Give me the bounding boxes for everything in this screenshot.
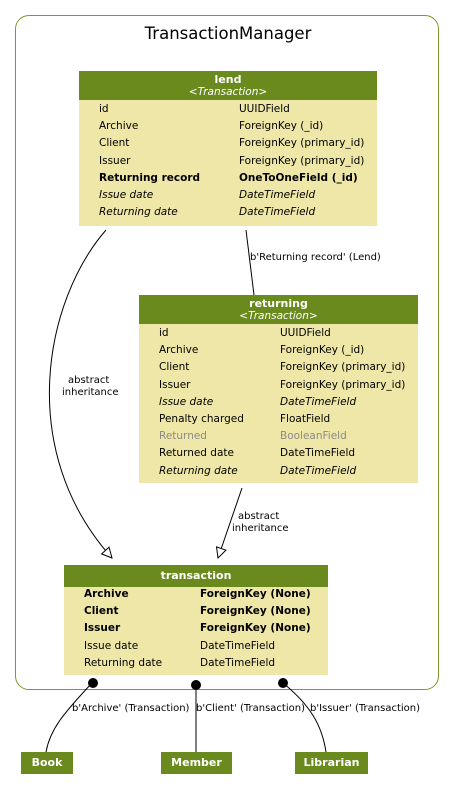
model-transaction-title: transaction: [160, 569, 232, 582]
field-type: OneToOneField (_id): [239, 171, 358, 184]
field-type: ForeignKey (None): [200, 622, 311, 635]
field-type: DateTimeField: [280, 395, 357, 408]
field-type: DateTimeField: [200, 656, 276, 669]
field-name: Returned date: [159, 447, 234, 460]
edge-label-returning-inheritance: inheritance: [232, 523, 289, 534]
field-type: ForeignKey (primary_id): [280, 378, 406, 391]
model-transaction-header: transaction: [64, 565, 328, 587]
field-type: ForeignKey (_id): [239, 120, 324, 133]
field-type: DateTimeField: [280, 464, 357, 477]
edge-book: [45, 682, 93, 753]
edge-returning-inherits-transaction: [218, 487, 243, 558]
model-member: Member: [161, 752, 232, 774]
field-name: Client: [159, 361, 190, 374]
field-name: Issuer: [159, 378, 191, 391]
field-name: Issue date: [84, 639, 139, 652]
field-name: Issue date: [159, 395, 214, 408]
model-lend-base: <Transaction>: [188, 86, 268, 98]
field-type: BooleanField: [280, 430, 347, 443]
field-name: Archive: [159, 344, 199, 357]
field-name: Issuer: [84, 622, 121, 635]
field-name: Returned: [159, 430, 207, 443]
field-type: DateTimeField: [200, 639, 276, 652]
field-type: ForeignKey (primary_id): [239, 154, 365, 167]
field-type: DateTimeField: [280, 447, 356, 460]
field-name: Client: [99, 137, 130, 150]
edge-librarian: [282, 682, 327, 753]
edge-label-archive: b'Archive' (Transaction): [72, 703, 190, 714]
model-lend-title: lend: [214, 73, 242, 86]
model-librarian: Librarian: [295, 752, 368, 774]
edge-label-client: b'Client' (Transaction): [196, 703, 305, 714]
field-type: ForeignKey (_id): [280, 344, 365, 357]
field-type: DateTimeField: [239, 189, 316, 201]
model-returning-base: <Transaction>: [239, 310, 318, 322]
model-lend-header: lend <Transaction>: [79, 71, 377, 100]
field-type: ForeignKey (None): [200, 588, 311, 600]
edge-lend-to-returning: [245, 229, 255, 296]
field-name: Returning date: [84, 656, 163, 669]
edge-member-dot: [191, 680, 201, 690]
field-name: Client: [84, 605, 119, 618]
field-name: id: [159, 327, 169, 339]
field-name: Archive: [84, 588, 129, 600]
field-name: Issue date: [99, 189, 154, 201]
field-type: ForeignKey (primary_id): [280, 361, 406, 374]
field-name: id: [99, 103, 109, 115]
edge-label-lend-abstract: abstract: [68, 375, 110, 386]
field-type: ForeignKey (primary_id): [239, 137, 365, 150]
field-name: Returning date: [99, 206, 178, 219]
edge-label-issuer: b'Issuer' (Transaction): [310, 703, 421, 714]
transaction-manager-cluster: [15, 15, 439, 690]
field-type: DateTimeField: [239, 206, 316, 219]
edge-label-returning-abstract: abstract: [238, 511, 280, 522]
field-type: UUIDField: [280, 327, 331, 339]
field-name: Returning record: [99, 171, 201, 184]
field-name: Archive: [99, 120, 139, 133]
edge-lend-inherits-transaction: [48, 229, 112, 558]
model-book: Book: [21, 752, 73, 774]
field-name: Returning date: [159, 464, 238, 477]
model-returning-header: returning <Transaction>: [139, 295, 418, 324]
cluster-title: TransactionManager: [144, 24, 312, 43]
field-type: ForeignKey (None): [200, 605, 311, 618]
field-type: FloatField: [280, 413, 331, 425]
field-name: Penalty charged: [159, 413, 244, 425]
model-returning-title: returning: [249, 297, 308, 310]
edge-label-lend-inheritance: inheritance: [62, 387, 119, 398]
edge-book-dot: [88, 678, 98, 688]
field-name: Issuer: [99, 154, 131, 167]
field-type: UUIDField: [239, 103, 290, 115]
edge-label-returning-record: b'Returning record' (Lend): [250, 252, 381, 263]
edge-librarian-dot: [278, 678, 288, 688]
